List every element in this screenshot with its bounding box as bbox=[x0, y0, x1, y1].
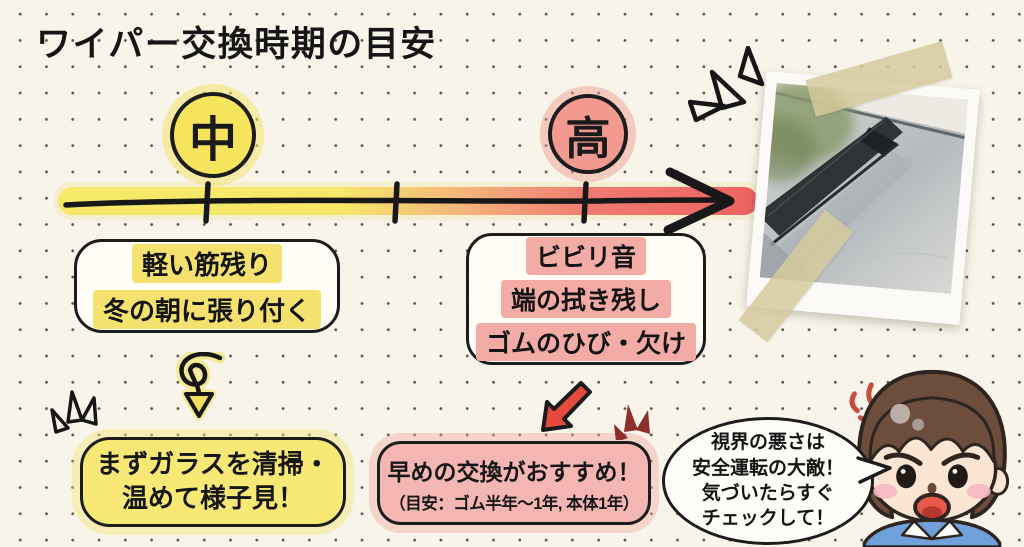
advice-note: （目安：ゴム半年〜1年, 本体1年） bbox=[389, 494, 639, 513]
symptoms-mid-box: 軽い筋残り 冬の朝に張り付く bbox=[74, 239, 340, 333]
symptom-line: ビビリ音 bbox=[525, 237, 646, 275]
bubble-line: 視界の悪さは bbox=[710, 432, 825, 454]
bubble-line: 安全運転の大敵！ bbox=[691, 457, 844, 479]
symptom-line: 冬の朝に張り付く bbox=[92, 289, 321, 329]
level-badge-mid: 中 bbox=[170, 92, 256, 178]
advice-mid-box: まずガラスを清掃・ 温めて様子見！ bbox=[80, 437, 346, 527]
timeline-tick bbox=[581, 181, 589, 224]
red-arrow-icon bbox=[541, 381, 592, 432]
emphasis-marks-icon bbox=[50, 390, 98, 434]
hair-highlight bbox=[890, 403, 911, 424]
level-badge-mid-label: 中 bbox=[188, 114, 237, 167]
character-illustration bbox=[849, 369, 1010, 547]
hair-highlight bbox=[912, 418, 925, 431]
cheek bbox=[873, 483, 898, 499]
symptom-line: 端の拭き残し bbox=[500, 280, 671, 318]
speech-bubble: 視界の悪さは 安全運転の大敵！ 気づいたらすぐ チェックして！ bbox=[662, 417, 874, 545]
timeline-tick bbox=[203, 181, 211, 224]
arrowhead-icon bbox=[663, 167, 735, 235]
speech-bubble-tail bbox=[856, 456, 892, 484]
bubble-line: チェックして！ bbox=[701, 508, 835, 530]
advice-high-box: 早めの交換がおすすめ！ （目安：ゴム半年〜1年, 本体1年） bbox=[377, 441, 651, 525]
shirt bbox=[862, 518, 1002, 547]
advice-line: 温めて様子見！ bbox=[121, 483, 304, 513]
level-badge-high: 高 bbox=[548, 94, 628, 174]
timeline-tick bbox=[392, 181, 400, 224]
symptom-line: 軽い筋残り bbox=[131, 243, 282, 283]
arrow-shaft bbox=[63, 197, 725, 208]
symptom-line: ゴムのひび・欠け bbox=[475, 323, 696, 361]
eye bbox=[947, 464, 968, 489]
timeline-arrow bbox=[63, 167, 735, 235]
cheek bbox=[966, 483, 991, 499]
eyebrow bbox=[883, 452, 923, 466]
advice-line: まずガラスを清掃・ bbox=[96, 449, 330, 480]
emphasis-marks-red-icon bbox=[614, 404, 650, 440]
advice-title: 早めの交換がおすすめ！ bbox=[387, 458, 641, 485]
curly-arrow-icon bbox=[176, 352, 226, 421]
emphasis-marks-icon bbox=[688, 46, 765, 122]
nose bbox=[927, 482, 937, 494]
collar bbox=[900, 519, 934, 541]
collar bbox=[930, 519, 964, 541]
eye bbox=[896, 464, 917, 489]
eyebrow bbox=[941, 452, 981, 466]
symptoms-high-box: ビビリ音 端の拭き残し ゴムのひび・欠け bbox=[466, 233, 706, 365]
bubble-line: 気づいたらすぐ bbox=[701, 483, 835, 504]
level-badge-high-label: 高 bbox=[565, 112, 611, 164]
page-title: ワイパー交換時期の目安 bbox=[36, 25, 437, 64]
